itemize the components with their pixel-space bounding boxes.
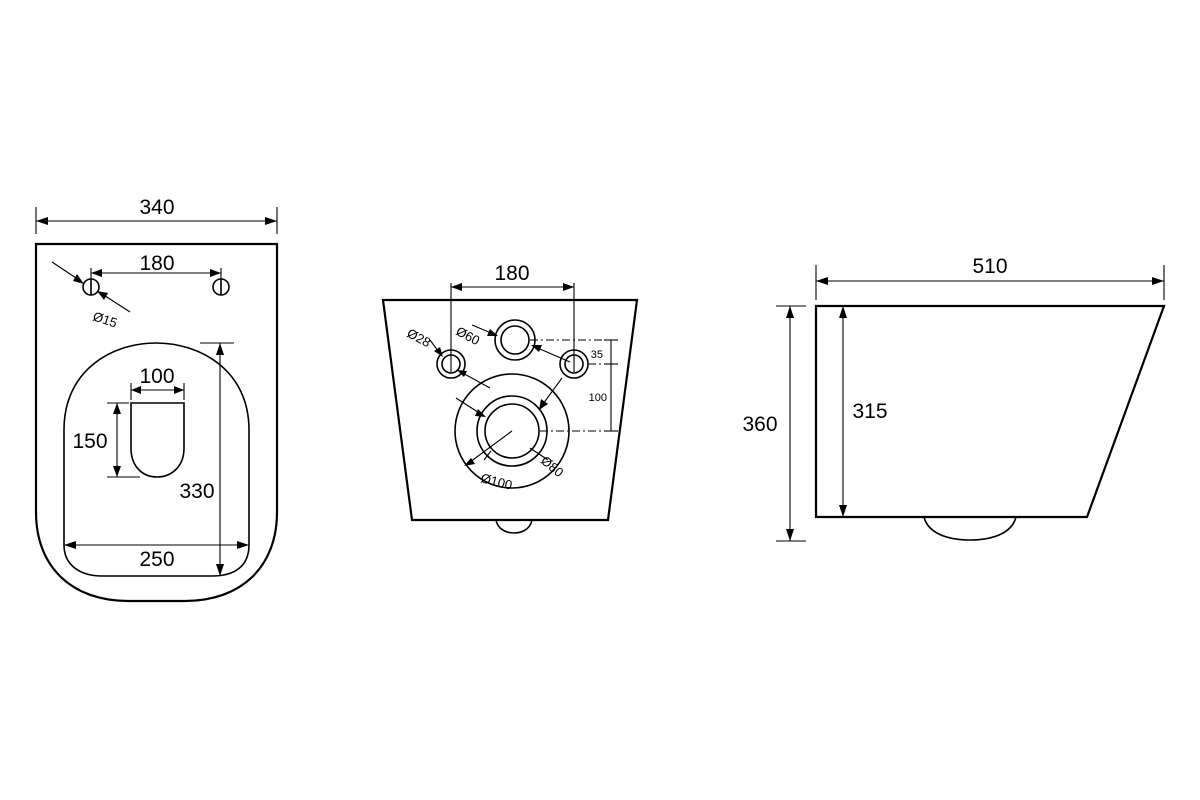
mount-hole-right <box>212 278 230 296</box>
label-bowl-length: 330 <box>179 480 214 503</box>
side-view-outline <box>814 304 1166 519</box>
rear-view-foot <box>495 519 533 534</box>
dim-inlet-diameter: Ø60 <box>454 323 571 363</box>
label-seat-hole-depth: 150 <box>72 430 107 453</box>
dim-hole-diameter: Ø15 <box>51 261 131 331</box>
dim-seat-hole-depth: 150 <box>72 402 140 478</box>
label-overall-width: 340 <box>139 196 174 219</box>
label-mount-hole-diameter: Ø28 <box>405 325 434 350</box>
label-rear-hole-spacing: 180 <box>494 262 529 285</box>
label-inner-height: 315 <box>852 400 887 423</box>
dim-vertical-offsets: 35 100 <box>589 339 618 432</box>
top-view: 340 180 Ø15 100 <box>34 196 279 603</box>
inlet-inner <box>500 325 530 355</box>
side-view: 510 360 315 <box>742 255 1166 542</box>
label-hole-diameter: Ø15 <box>91 309 119 331</box>
dim-bowl-length: 330 <box>179 342 234 576</box>
dim-seat-hole-width: 100 <box>130 365 185 400</box>
dim-overall-width: 340 <box>35 196 278 234</box>
rear-view: 180 35 100 Ø60 Ø28 <box>381 262 639 534</box>
bowl-rim <box>63 342 250 577</box>
label-offset-35: 35 <box>591 349 603 361</box>
outlet-inner <box>484 403 540 459</box>
top-view-outline <box>34 242 279 603</box>
label-offset-100: 100 <box>589 392 607 404</box>
label-hole-spacing: 180 <box>139 252 174 275</box>
dim-inner-height: 315 <box>839 306 888 517</box>
dim-bowl-width: 250 <box>64 541 249 571</box>
dim-hole-spacing: 180 <box>90 252 222 279</box>
mount-hole-left <box>82 278 100 296</box>
label-overall-length: 510 <box>972 255 1007 278</box>
dim-overall-height: 360 <box>742 305 806 542</box>
label-seat-hole-width: 100 <box>139 365 174 388</box>
dim-outlet-outer-diameter: Ø100 <box>455 397 514 493</box>
label-overall-height: 360 <box>742 413 777 436</box>
rear-view-outline <box>381 298 639 522</box>
label-outlet-outer-diameter: Ø100 <box>479 470 513 492</box>
label-bowl-width: 250 <box>139 548 174 571</box>
dim-rear-hole-spacing: 180 <box>450 262 575 372</box>
side-view-foot <box>923 516 1017 541</box>
dim-overall-length: 510 <box>815 255 1165 300</box>
seat-hole <box>130 402 185 478</box>
